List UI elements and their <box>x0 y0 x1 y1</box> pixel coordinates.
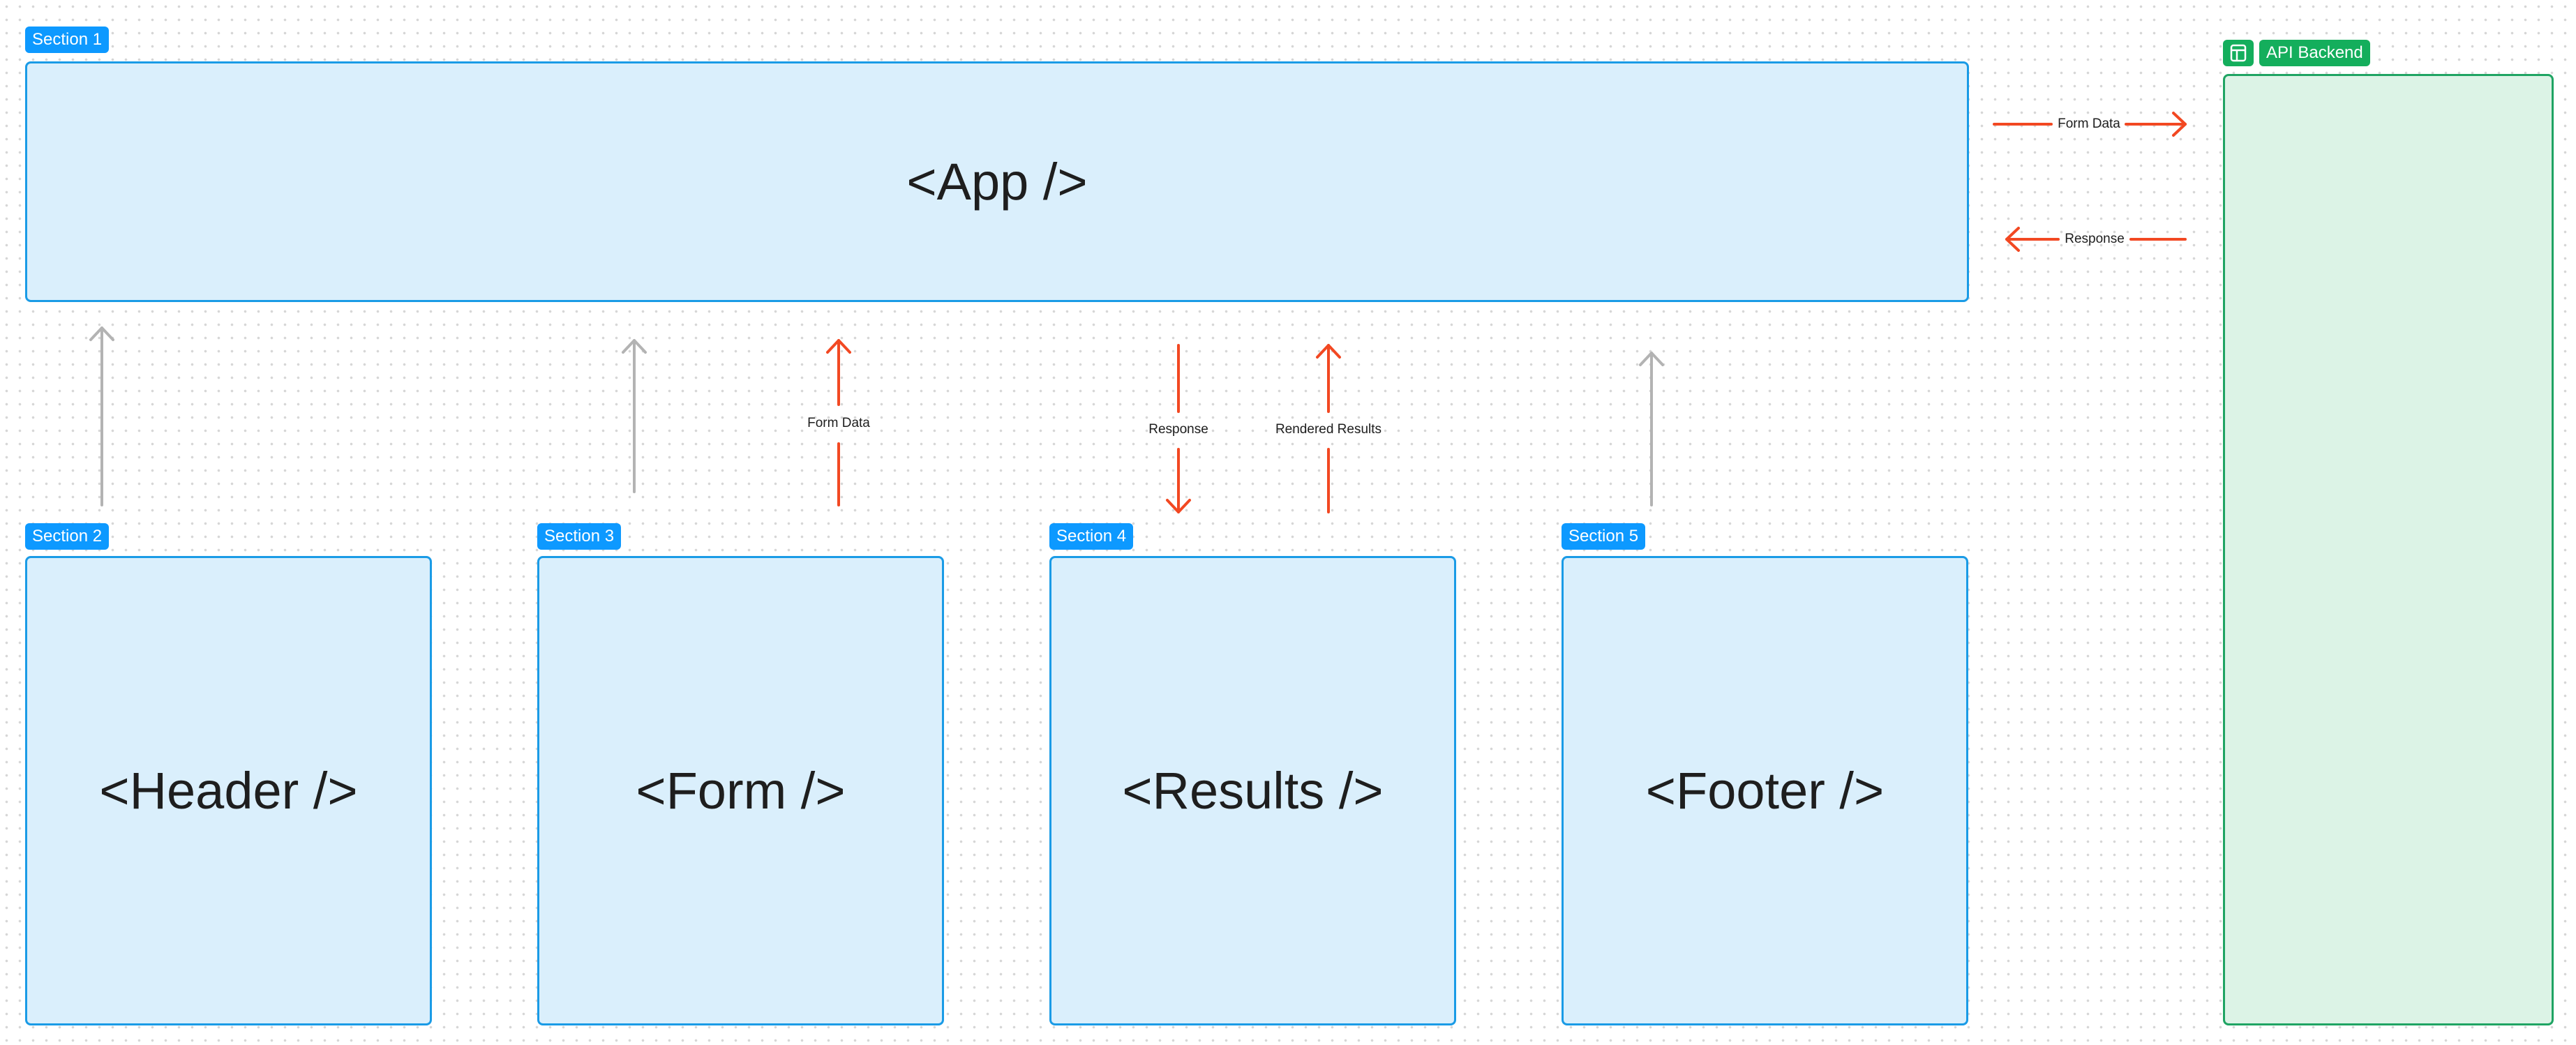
api-to-app-label: Response <box>2065 232 2125 246</box>
api-backend-container[interactable] <box>2223 74 2554 1025</box>
footer-component-label: <Footer /> <box>1645 762 1885 820</box>
app-to-results-arrow <box>1166 344 1191 513</box>
results-to-app-arrow <box>1316 344 1341 513</box>
header-component[interactable]: <Header /> <box>25 556 432 1025</box>
app-component[interactable]: <App /> <box>25 61 1969 302</box>
footer-component[interactable]: <Footer /> <box>1562 556 1968 1025</box>
section-3-tag[interactable]: Section 3 <box>537 523 622 550</box>
section-4-tag[interactable]: Section 4 <box>1049 523 1134 550</box>
app-to-api-arrow <box>1993 112 2187 137</box>
section-1-tag[interactable]: Section 1 <box>25 27 110 53</box>
form-component-label: <Form /> <box>636 762 846 820</box>
results-component-label: <Results /> <box>1122 762 1384 820</box>
header-to-app-arrow <box>89 326 114 506</box>
section-5-tag[interactable]: Section 5 <box>1562 523 1646 550</box>
section-2-tag[interactable]: Section 2 <box>25 523 110 550</box>
app-to-results-label: Response <box>1148 422 1208 437</box>
form-to-app-arrow <box>826 339 851 506</box>
app-to-api-label: Form Data <box>2058 116 2120 131</box>
layout-icon <box>2223 40 2254 66</box>
form-to-app-label: Form Data <box>807 416 870 430</box>
header-component-label: <Header /> <box>99 762 358 820</box>
results-component[interactable]: <Results /> <box>1049 556 1456 1025</box>
results-to-app-label: Rendered Results <box>1275 422 1382 437</box>
api-to-app-arrow <box>2005 227 2187 252</box>
app-component-label: <App /> <box>906 153 1088 211</box>
api-backend-tag[interactable]: API Backend <box>2259 40 2370 66</box>
form-component[interactable]: <Form /> <box>537 556 944 1025</box>
form-to-app-neutral-arrow <box>622 339 647 493</box>
footer-to-app-arrow <box>1639 352 1664 506</box>
